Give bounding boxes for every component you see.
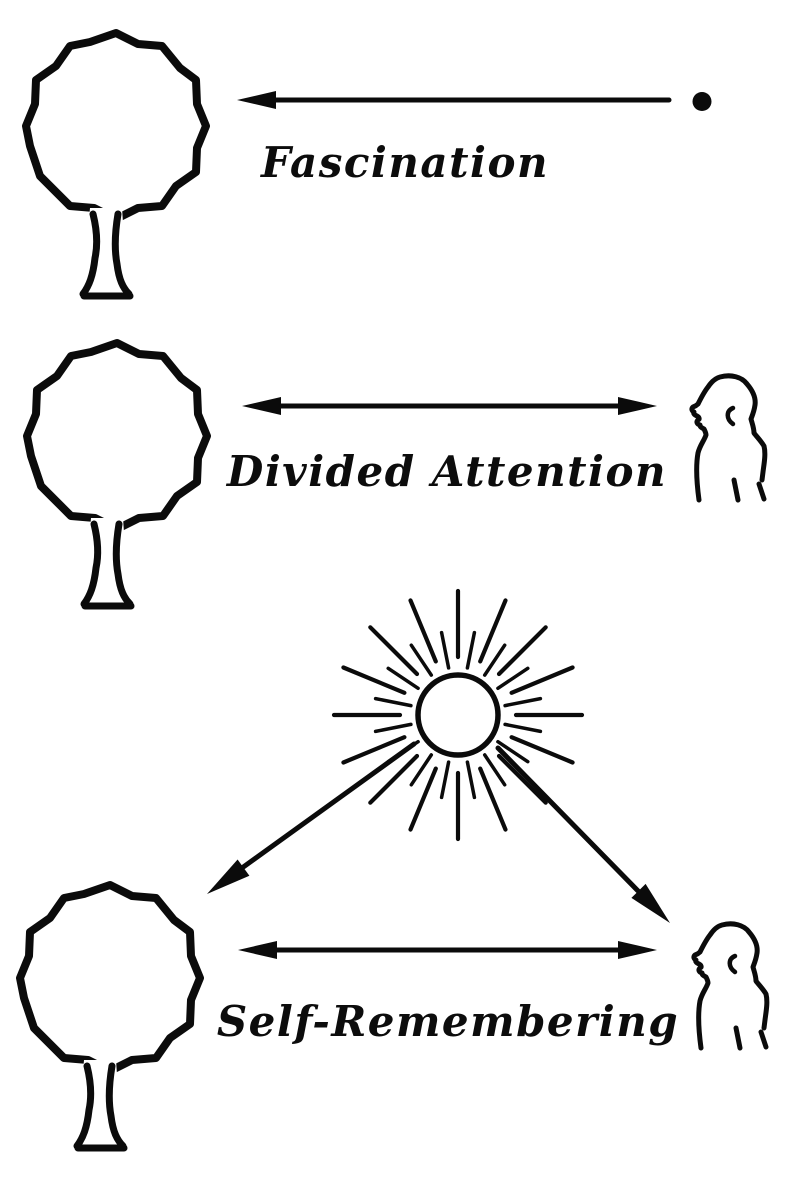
arrowhead-down-left-icon <box>207 859 250 894</box>
self-remembering-row: Self-Remembering <box>20 588 767 1148</box>
arrowhead-left-icon <box>242 397 281 415</box>
divided-attention-arrow <box>242 397 657 415</box>
sun-icon <box>331 588 585 842</box>
person-icon <box>692 376 765 500</box>
divided-attention-label: Divided Attention <box>226 447 667 496</box>
arrowhead-right-icon <box>618 397 657 415</box>
sun-long-rays <box>331 588 585 842</box>
tree-icon <box>20 885 200 1148</box>
tree-icon <box>27 343 207 606</box>
arrowhead-right-icon <box>618 941 657 959</box>
tree-icon <box>26 33 206 296</box>
arrowhead-left-icon <box>237 91 276 109</box>
self-remembering-label: Self-Remembering <box>217 997 679 1046</box>
sun-to-person-arrow <box>495 745 670 923</box>
self-remembering-arrow <box>238 941 657 959</box>
fascination-label: Fascination <box>260 138 549 187</box>
dot-icon <box>692 92 712 111</box>
arrowhead-down-right-icon <box>631 883 670 923</box>
fascination-arrow <box>237 91 672 109</box>
sun-to-tree-arrow <box>207 741 417 894</box>
fascination-row: Fascination <box>26 33 712 296</box>
person-icon <box>694 924 767 1048</box>
arrowhead-left-icon <box>238 941 277 959</box>
sun-short-rays <box>373 630 543 800</box>
divided-attention-row: Divided Attention <box>27 343 765 606</box>
